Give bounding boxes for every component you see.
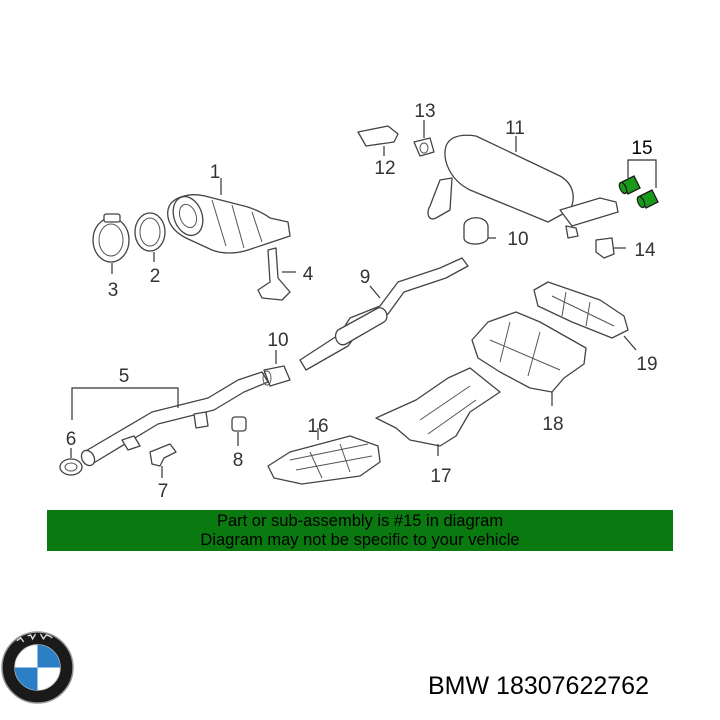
callout-1: 1 [210, 162, 221, 183]
tailpipe-tips-part [618, 175, 659, 209]
bmw-roundel-icon [1, 631, 74, 704]
heat-shield-19-part [533, 281, 629, 339]
rear-muffler-part [427, 134, 619, 239]
muffler-clamp-part [463, 217, 489, 245]
callout-16: 16 [307, 416, 328, 437]
gasket-ring-part [134, 212, 166, 252]
callout-5: 5 [119, 366, 130, 387]
center-pipe-part [299, 257, 469, 371]
callout-8: 8 [233, 450, 244, 471]
callout-15: 15 [631, 138, 652, 159]
sensor-bracket-part [595, 237, 615, 259]
pipe-clamp-part [59, 458, 83, 476]
callout-10-upper: 10 [507, 229, 528, 250]
bracket-part [257, 247, 291, 301]
front-pipe-part [80, 371, 269, 467]
notice-banner: Part or sub-assembly is #15 in diagram D… [47, 510, 673, 551]
callout-17: 17 [430, 466, 451, 487]
pipe-sleeve-part [262, 365, 291, 387]
callout-2: 2 [150, 266, 161, 287]
heat-shield-16-part [267, 435, 381, 485]
part-number-caption: BMW 18307622762 [428, 672, 649, 700]
callout-19: 19 [636, 354, 657, 375]
callout-12: 12 [374, 158, 395, 179]
callout-10-lower: 10 [267, 330, 288, 351]
shield-bracket-part [357, 125, 399, 147]
notice-line-2: Diagram may not be specific to your vehi… [200, 530, 520, 549]
heat-shield-18-part [471, 311, 587, 393]
callout-6: 6 [66, 429, 77, 450]
callout-11: 11 [505, 118, 525, 139]
catalytic-converter-part [167, 194, 291, 254]
v-band-clamp-part [92, 213, 130, 263]
callout-4: 4 [303, 264, 314, 285]
rubber-mount-part [231, 416, 247, 432]
callout-3: 3 [108, 280, 119, 301]
notice-banner-background [47, 510, 673, 551]
callout-9: 9 [360, 267, 371, 288]
callout-18: 18 [542, 414, 563, 435]
hanger-bracket-part [149, 443, 177, 467]
heat-shield-17-part [375, 367, 501, 447]
notice-line-1: Part or sub-assembly is #15 in diagram [216, 511, 504, 530]
callout-14: 14 [634, 240, 656, 261]
callout-13: 13 [414, 101, 435, 122]
rubber-hanger-part [413, 137, 435, 157]
callout-7: 7 [158, 481, 169, 502]
